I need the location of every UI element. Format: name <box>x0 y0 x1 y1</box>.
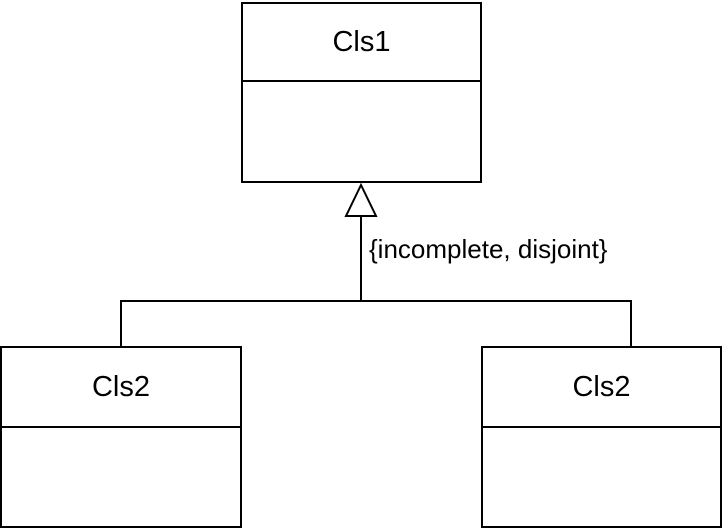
class-name-compartment: Cls1 <box>243 4 480 82</box>
class-attributes-compartment <box>243 82 480 181</box>
class-box-child-right[interactable]: Cls2 <box>481 346 722 528</box>
class-box-child-left[interactable]: Cls2 <box>0 346 242 528</box>
class-name-label: Cls2 <box>91 370 150 403</box>
class-name-compartment: Cls2 <box>2 348 240 428</box>
class-name-label: Cls1 <box>332 25 391 58</box>
generalization-arrowhead-icon <box>344 182 378 217</box>
class-name-label: Cls2 <box>572 370 631 403</box>
class-attributes-compartment <box>483 428 720 526</box>
class-attributes-compartment <box>2 428 240 526</box>
generalization-constraint-label: {incomplete, disjoint} <box>369 234 608 264</box>
class-box-parent[interactable]: Cls1 <box>241 2 482 183</box>
class-name-compartment: Cls2 <box>483 348 720 428</box>
